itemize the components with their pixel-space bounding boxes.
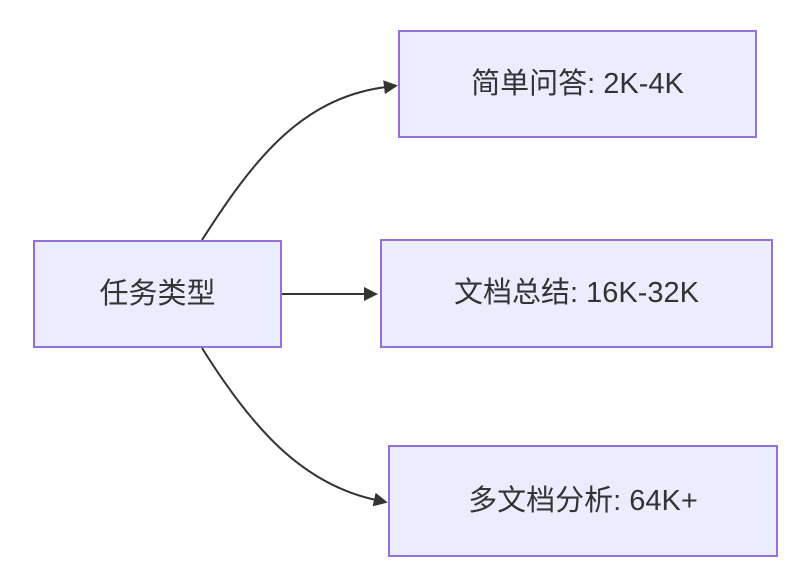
- node-simple-qa-label: 简单问答: 2K-4K: [471, 67, 684, 100]
- edge-task-type-to-multi-doc: [201, 347, 388, 507]
- node-doc-summary-label: 文档总结: 16K-32K: [454, 277, 699, 310]
- node-doc-summary: 文档总结: 16K-32K: [380, 239, 773, 348]
- node-task-type: 任务类型: [33, 240, 282, 348]
- node-simple-qa: 简单问答: 2K-4K: [398, 30, 757, 138]
- node-multi-doc: 多文档分析: 64K+: [388, 445, 778, 557]
- node-task-type-label: 任务类型: [99, 277, 216, 310]
- node-multi-doc-label: 多文档分析: 64K+: [468, 484, 698, 517]
- edge-task-type-to-simple-qa: [201, 80, 398, 241]
